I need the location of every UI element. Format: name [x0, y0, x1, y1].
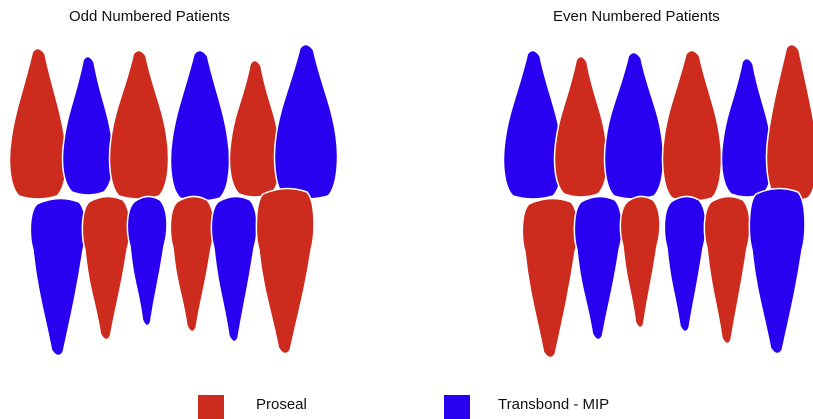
- upper-tooth-proseal: [230, 60, 281, 197]
- lower-tooth-proseal: [170, 196, 214, 331]
- lower-tooth-proseal: [704, 196, 750, 343]
- upper-tooth-transbond: [275, 44, 338, 199]
- transbond-swatch: [444, 395, 470, 419]
- lower-tooth-transbond: [749, 188, 805, 353]
- lower-tooth-transbond: [127, 196, 167, 325]
- upper-tooth-transbond: [605, 52, 664, 199]
- lower-tooth-transbond: [211, 196, 257, 341]
- upper-tooth-transbond: [63, 56, 114, 195]
- transbond-label: Transbond - MIP: [498, 396, 609, 413]
- teeth-diagram: [0, 0, 813, 380]
- upper-tooth-transbond: [722, 58, 773, 197]
- upper-tooth-proseal: [10, 48, 67, 199]
- lower-tooth-transbond: [30, 198, 86, 355]
- legend: Proseal Transbond - MIP: [0, 391, 813, 419]
- upper-tooth-transbond: [504, 50, 563, 199]
- even-patients-teeth: [504, 44, 813, 357]
- upper-tooth-transbond: [171, 50, 230, 201]
- odd-patients-teeth: [10, 44, 338, 355]
- upper-tooth-proseal: [110, 50, 169, 199]
- proseal-label: Proseal: [256, 396, 307, 413]
- upper-tooth-proseal: [663, 50, 722, 201]
- lower-tooth-proseal: [82, 196, 130, 339]
- lower-tooth-proseal: [256, 188, 314, 353]
- upper-tooth-proseal: [767, 44, 813, 201]
- lower-tooth-proseal: [522, 198, 578, 357]
- lower-tooth-transbond: [574, 196, 622, 339]
- lower-tooth-proseal: [620, 196, 660, 327]
- upper-tooth-proseal: [555, 56, 608, 197]
- proseal-swatch: [198, 395, 224, 419]
- lower-tooth-transbond: [664, 196, 706, 331]
